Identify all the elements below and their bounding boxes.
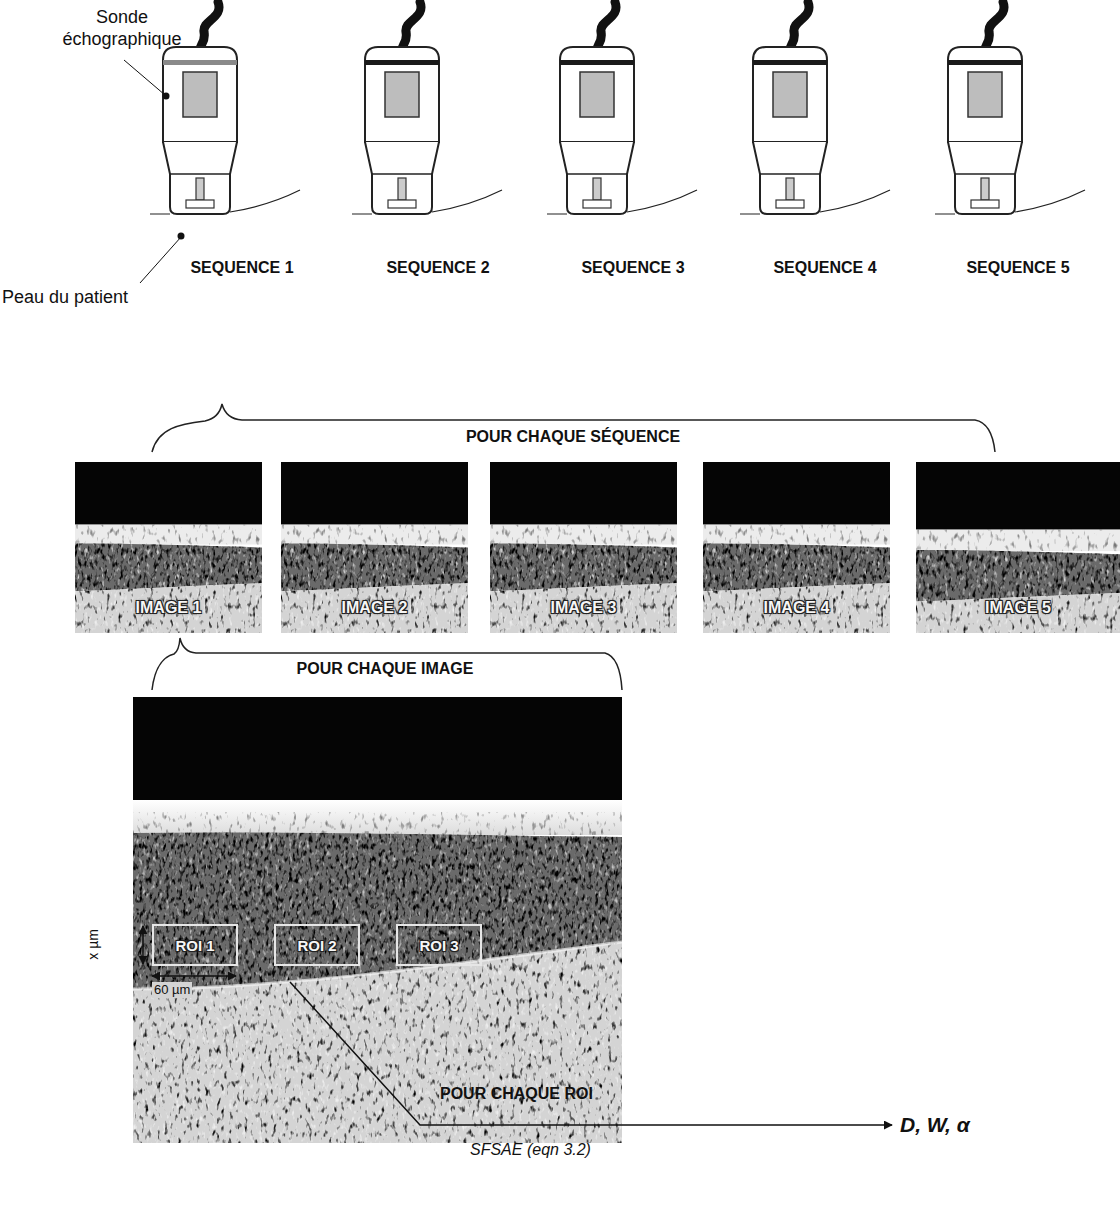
brace-label: POUR CHAQUE IMAGE <box>265 659 505 678</box>
image-label: IMAGE 5 <box>985 599 1051 617</box>
echo-thumbnails <box>75 462 1120 647</box>
roi-label: ROI 1 <box>175 937 214 954</box>
braces <box>152 404 995 690</box>
image-label: IMAGE 1 <box>136 599 202 617</box>
part-label: Sonde échographique <box>52 7 192 50</box>
dimension-label: x µm <box>85 914 102 974</box>
roi-box: ROI 1 <box>152 924 238 966</box>
brace-label: POUR CHAQUE SÉQUENCE <box>423 427 723 446</box>
image-label: IMAGE 4 <box>764 599 830 617</box>
leader-lines <box>124 60 185 283</box>
roi-label: ROI 2 <box>297 937 336 954</box>
roi-box: ROI 2 <box>274 924 360 966</box>
dimension-label: 60 µm <box>152 982 192 998</box>
echo-image-frame: IMAGE 3 <box>490 462 677 633</box>
echo-image-frame: IMAGE 5 <box>916 462 1120 633</box>
sequence-label: SEQUENCE 5 <box>948 258 1088 277</box>
sequence-label: SEQUENCE 2 <box>368 258 508 277</box>
sequence-label: SEQUENCE 4 <box>755 258 895 277</box>
arrow-label: POUR CHAQUE ROI <box>440 1084 593 1103</box>
echo-image-frame: IMAGE 4 <box>703 462 890 633</box>
dimension-arrows <box>143 926 236 976</box>
image-label: IMAGE 2 <box>342 599 408 617</box>
sequence-label: SEQUENCE 1 <box>172 258 312 277</box>
probes <box>150 2 1085 214</box>
echo-image-frame: IMAGE 1 <box>75 462 262 633</box>
method-label: SFSAE (eqn 3.2) <box>470 1140 591 1159</box>
echo-image-large <box>133 697 622 1143</box>
part-label: Peau du patient <box>2 287 128 309</box>
roi-box: ROI 3 <box>396 924 482 966</box>
sequence-label: SEQUENCE 3 <box>563 258 703 277</box>
output-label: D, W, α <box>900 1112 970 1137</box>
image-label: IMAGE 3 <box>551 599 617 617</box>
roi-arrow <box>290 982 892 1125</box>
echo-image-frame: IMAGE 2 <box>281 462 468 633</box>
roi-label: ROI 3 <box>419 937 458 954</box>
